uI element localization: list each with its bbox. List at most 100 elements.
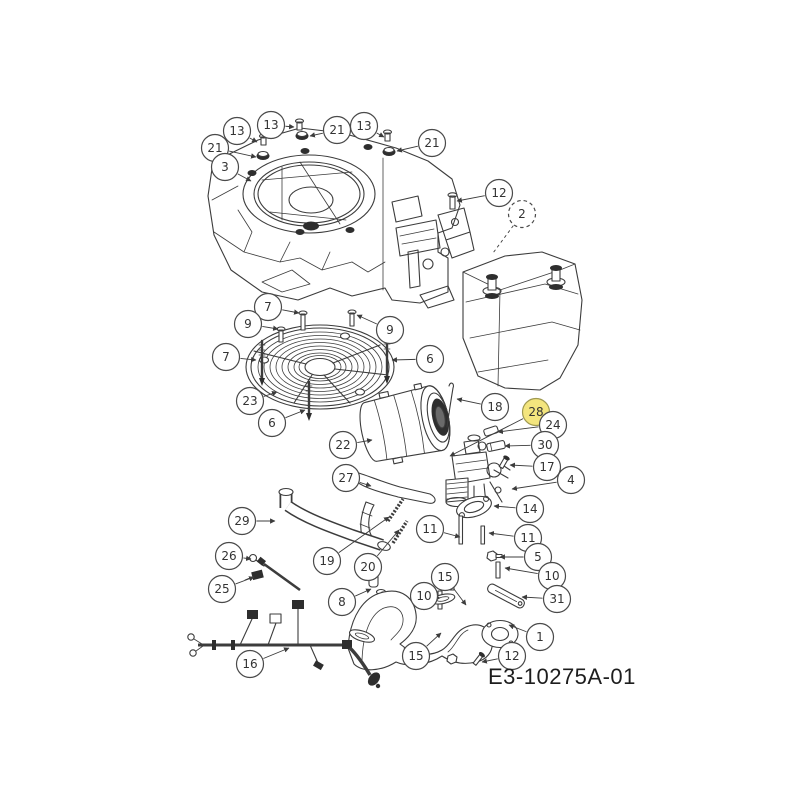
callout-balloon[interactable] bbox=[233, 309, 263, 339]
callout-balloon[interactable] bbox=[211, 342, 241, 372]
callout-leader-line bbox=[497, 426, 539, 435]
callout-15[interactable]: 15 bbox=[401, 632, 442, 671]
callout-1[interactable]: 1 bbox=[508, 622, 555, 652]
callout-balloon[interactable] bbox=[409, 581, 439, 611]
air-filter-drawing bbox=[359, 382, 451, 465]
callout-balloon[interactable] bbox=[328, 430, 358, 460]
callout-15[interactable]: 15 bbox=[430, 562, 467, 606]
tank-mount-bolt bbox=[482, 274, 502, 299]
callout-7[interactable]: 7 bbox=[253, 292, 300, 322]
callout-leader-line bbox=[511, 481, 557, 491]
callout-balloon[interactable] bbox=[401, 641, 431, 671]
callout-balloon[interactable] bbox=[430, 562, 460, 592]
callout-balloon[interactable] bbox=[415, 344, 445, 374]
callout-balloon[interactable] bbox=[235, 386, 265, 416]
stud-6 bbox=[383, 338, 391, 384]
callout-12[interactable]: 12 bbox=[481, 641, 527, 671]
callout-balloon[interactable] bbox=[214, 541, 244, 571]
callout-10[interactable]: 10 bbox=[409, 581, 441, 611]
callout-balloon[interactable] bbox=[375, 315, 405, 345]
callout-23[interactable]: 23 bbox=[235, 386, 278, 416]
callout-balloon[interactable] bbox=[227, 506, 257, 536]
callout-leader-line bbox=[229, 150, 257, 159]
callout-balloon[interactable] bbox=[515, 494, 545, 524]
callout-14[interactable]: 14 bbox=[493, 494, 545, 524]
callout-10[interactable]: 10 bbox=[504, 561, 567, 591]
callout-leader-line bbox=[356, 314, 377, 325]
callout-balloon[interactable] bbox=[523, 542, 553, 572]
callout-balloon[interactable] bbox=[312, 546, 342, 576]
callout-balloon[interactable] bbox=[507, 199, 537, 229]
callout-13[interactable]: 13 bbox=[256, 110, 295, 140]
callout-2[interactable]: 2 bbox=[492, 199, 537, 254]
callout-27[interactable]: 27 bbox=[331, 463, 372, 493]
callout-13[interactable]: 13 bbox=[349, 111, 385, 141]
callout-20[interactable]: 20 bbox=[353, 529, 400, 582]
callout-leader-line bbox=[426, 632, 442, 647]
callout-18[interactable]: 18 bbox=[456, 392, 510, 422]
callout-leader-line bbox=[309, 132, 323, 138]
callout-number: 4 bbox=[567, 473, 575, 487]
callout-leader-line bbox=[243, 555, 252, 562]
callout-balloon[interactable] bbox=[331, 463, 361, 493]
callout-25[interactable]: 25 bbox=[207, 574, 255, 604]
callout-balloon[interactable] bbox=[480, 392, 510, 422]
callout-number: 15 bbox=[408, 649, 423, 663]
callout-22[interactable]: 22 bbox=[328, 430, 373, 460]
callout-balloon[interactable] bbox=[497, 641, 527, 671]
callout-balloon[interactable] bbox=[525, 622, 555, 652]
callout-4[interactable]: 4 bbox=[511, 465, 586, 495]
callout-16[interactable]: 16 bbox=[235, 647, 290, 679]
callout-31[interactable]: 31 bbox=[521, 584, 572, 614]
callout-balloon[interactable] bbox=[532, 452, 562, 482]
callout-21[interactable]: 21 bbox=[396, 128, 447, 158]
callout-number: 26 bbox=[221, 549, 236, 563]
callout-balloon[interactable] bbox=[210, 152, 240, 182]
callout-balloon[interactable] bbox=[327, 587, 357, 617]
callout-leader-line bbox=[488, 530, 514, 537]
stud-11 bbox=[480, 525, 486, 545]
callout-19[interactable]: 19 bbox=[312, 516, 390, 576]
callout-leader-line bbox=[509, 462, 533, 468]
callout-number: 15 bbox=[437, 570, 452, 584]
callout-leader-line bbox=[492, 225, 514, 254]
callout-balloon[interactable] bbox=[353, 552, 383, 582]
callout-balloon[interactable] bbox=[484, 178, 514, 208]
callout-number: 28 bbox=[528, 405, 543, 419]
callout-17[interactable]: 17 bbox=[509, 452, 562, 482]
callout-3[interactable]: 3 bbox=[210, 152, 252, 182]
callout-balloon[interactable] bbox=[542, 584, 572, 614]
callout-balloon[interactable] bbox=[222, 116, 252, 146]
callout-leader-line bbox=[396, 145, 418, 153]
callout-7[interactable]: 7 bbox=[211, 342, 257, 372]
callout-balloon[interactable] bbox=[415, 514, 445, 544]
callout-29[interactable]: 29 bbox=[227, 506, 276, 536]
callout-6[interactable]: 6 bbox=[391, 344, 445, 374]
callout-balloon[interactable] bbox=[322, 115, 352, 145]
tank-mount-bolt bbox=[546, 265, 566, 290]
callout-26[interactable]: 26 bbox=[214, 541, 252, 571]
callout-balloon[interactable] bbox=[256, 110, 286, 140]
screw-13 bbox=[294, 118, 309, 140]
callout-leader-line bbox=[391, 357, 416, 363]
callout-5[interactable]: 5 bbox=[499, 542, 553, 572]
callout-8[interactable]: 8 bbox=[327, 587, 372, 617]
callout-balloon[interactable] bbox=[556, 465, 586, 495]
callout-9[interactable]: 9 bbox=[233, 309, 279, 339]
callout-balloon[interactable] bbox=[235, 649, 265, 679]
part-number-label: E3-10275A-01 bbox=[488, 664, 636, 689]
callout-6[interactable]: 6 bbox=[257, 408, 306, 438]
callout-balloon[interactable] bbox=[257, 408, 287, 438]
callout-21[interactable]: 21 bbox=[309, 115, 352, 145]
callout-balloon[interactable] bbox=[417, 128, 447, 158]
callout-balloon[interactable] bbox=[207, 574, 237, 604]
callout-12[interactable]: 12 bbox=[456, 178, 514, 208]
callout-11[interactable]: 11 bbox=[415, 514, 461, 544]
callout-number: 10 bbox=[416, 589, 431, 603]
callout-13[interactable]: 13 bbox=[222, 116, 258, 146]
callout-number: 24 bbox=[545, 418, 560, 432]
screw-17 bbox=[498, 455, 510, 470]
callout-9[interactable]: 9 bbox=[356, 314, 405, 345]
callout-balloon[interactable] bbox=[253, 292, 283, 322]
